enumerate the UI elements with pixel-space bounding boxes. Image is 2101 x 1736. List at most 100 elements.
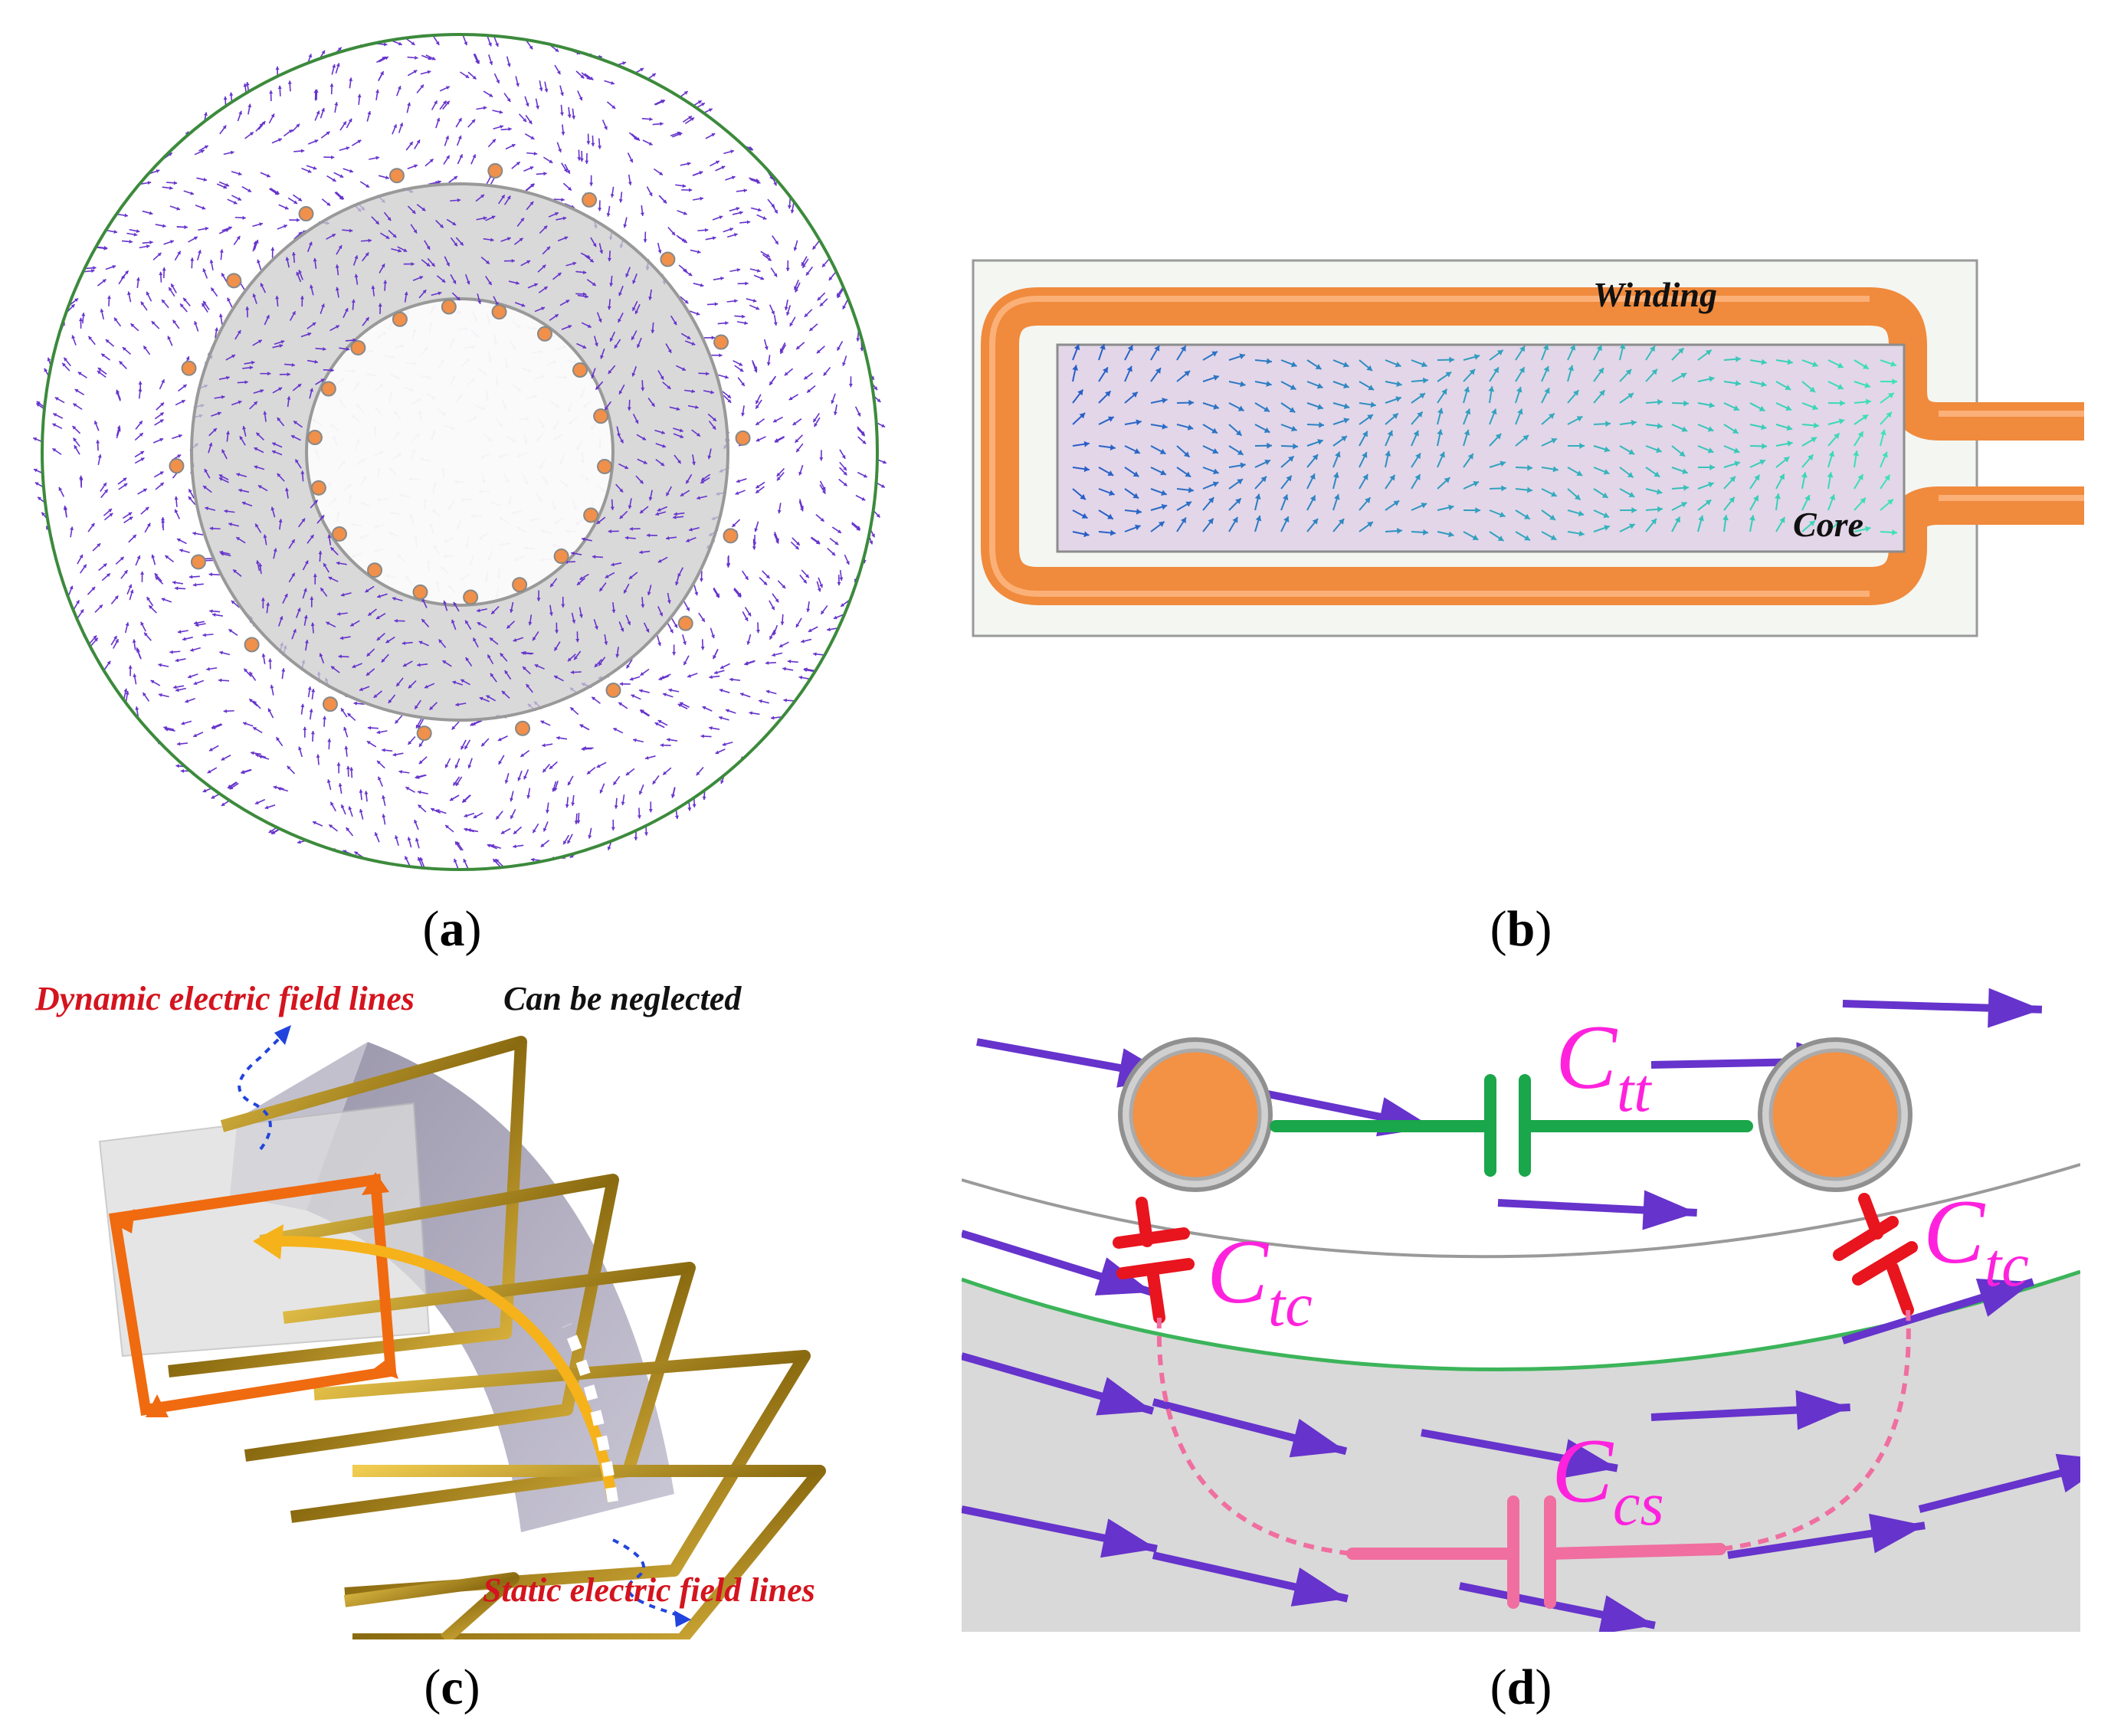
field-arrow-head (165, 555, 169, 559)
field-arrow-head (212, 613, 216, 617)
field-arrow-head (568, 325, 572, 329)
field-arrow-head (194, 321, 198, 325)
field-arrow-head (375, 156, 380, 160)
field-arrow-head (336, 611, 341, 616)
field-arrow-head (508, 127, 512, 132)
core-field-arrow-head (1365, 497, 1371, 503)
field-arrow-head (387, 217, 392, 221)
field-arrow-head (686, 539, 690, 542)
field-arrow-head (620, 439, 624, 444)
field-arrow-head (427, 70, 431, 74)
field-arrow-head (228, 629, 233, 633)
field-arrow-head (129, 516, 133, 521)
field-arrow-head (533, 152, 538, 156)
field-arrow-head (419, 276, 424, 280)
field-arrow-head (595, 385, 600, 390)
field-arrow-head (667, 738, 670, 742)
field-arrow-head (883, 460, 887, 464)
field-arrow-head (200, 149, 205, 154)
field-arrow-head (672, 652, 677, 656)
field-arrow-head (161, 598, 166, 602)
field-arrow-head (528, 621, 533, 626)
caption-c: (c) (424, 1659, 480, 1715)
field-arrow-head (550, 583, 554, 588)
field-arrow-head (585, 294, 588, 299)
field-arrow-head (831, 400, 835, 404)
conductor-dot (735, 430, 751, 446)
field-arrow-head (632, 306, 636, 311)
field-arrow-head (499, 110, 503, 114)
field-arrow-head (477, 300, 482, 304)
field-arrow-head (496, 815, 500, 820)
field-arrow-head (793, 247, 798, 251)
conductor-dot (322, 696, 338, 712)
field-arrow-head (576, 820, 581, 824)
field-arrow-head (756, 400, 759, 405)
field-arrow-head (628, 575, 633, 579)
field-arrow-head (487, 843, 491, 848)
field-arrow-head (394, 618, 398, 623)
field-arrow-head (70, 526, 74, 530)
field-arrow-head (418, 725, 421, 729)
field-arrow-head (335, 287, 339, 291)
field-arrow-head (217, 411, 221, 416)
core-field-arrow-head (1469, 368, 1476, 375)
field-arrow-head (660, 462, 665, 467)
field-arrow-head (471, 119, 476, 123)
field-arrow-head (254, 447, 258, 451)
field-arrow-head (424, 684, 428, 689)
field-arrow-head (542, 743, 546, 748)
field-arrow-head (170, 240, 174, 244)
static-field-line (275, 1236, 618, 1503)
field-arrow-head (311, 689, 316, 693)
core-field-arrow-head (1160, 470, 1166, 476)
core-field-arrow-head (1109, 529, 1116, 536)
field-arrow-head (709, 675, 713, 680)
field-arrow-head (249, 699, 254, 703)
field-arrow-head (236, 236, 241, 240)
field-arrow-head (442, 100, 447, 105)
field-arrow-head (52, 448, 57, 452)
field-arrow-head (623, 224, 628, 228)
conductor-dot (298, 206, 314, 222)
field-arrow-head (598, 318, 602, 323)
field-arrow-head (438, 291, 442, 296)
field-arrow-head (521, 303, 526, 307)
field-arrow-head (112, 264, 116, 269)
field-arrow-head (332, 178, 336, 182)
field-arrow-head (534, 663, 539, 668)
field-arrow-head (411, 41, 415, 45)
core-field-arrow-head (1569, 345, 1576, 351)
field-arrow-head (159, 412, 164, 417)
field-arrow-head (327, 534, 332, 539)
field-arrow-head (298, 270, 303, 274)
field-arrow-head (368, 612, 372, 616)
field-arrow-head (553, 787, 558, 791)
core-field-arrow-head (1083, 466, 1090, 473)
field-arrow-head (242, 426, 247, 430)
core-field-arrow-head (1853, 450, 1860, 457)
field-arrow-head (567, 114, 572, 118)
field-arrow-head (790, 209, 795, 214)
field-arrow-head (816, 349, 821, 354)
field-arrow-head (177, 454, 182, 458)
core-field-arrow-head (1332, 472, 1339, 479)
winding-core-plot: Winding Core (972, 259, 2084, 637)
field-arrow-head (491, 610, 496, 614)
field-arrow-head (618, 390, 623, 395)
field-arrow-head (284, 224, 287, 228)
field-arrow-head (688, 116, 692, 120)
core-field-arrow-head (1315, 364, 1322, 369)
core-field-arrow-head (1762, 443, 1767, 450)
field-arrow-head (418, 640, 423, 645)
field-arrow-head (93, 421, 98, 425)
field-arrow-head (777, 509, 782, 514)
field-arrow-head (135, 706, 139, 710)
conductor-dot (605, 682, 621, 698)
field-arrow-head (483, 216, 487, 221)
field-arrow-head (81, 313, 86, 316)
field-arrow-head (326, 201, 331, 206)
field-arrow-head (139, 421, 143, 425)
core-field-arrow-head (1804, 495, 1811, 501)
field-arrow-head (154, 573, 159, 578)
